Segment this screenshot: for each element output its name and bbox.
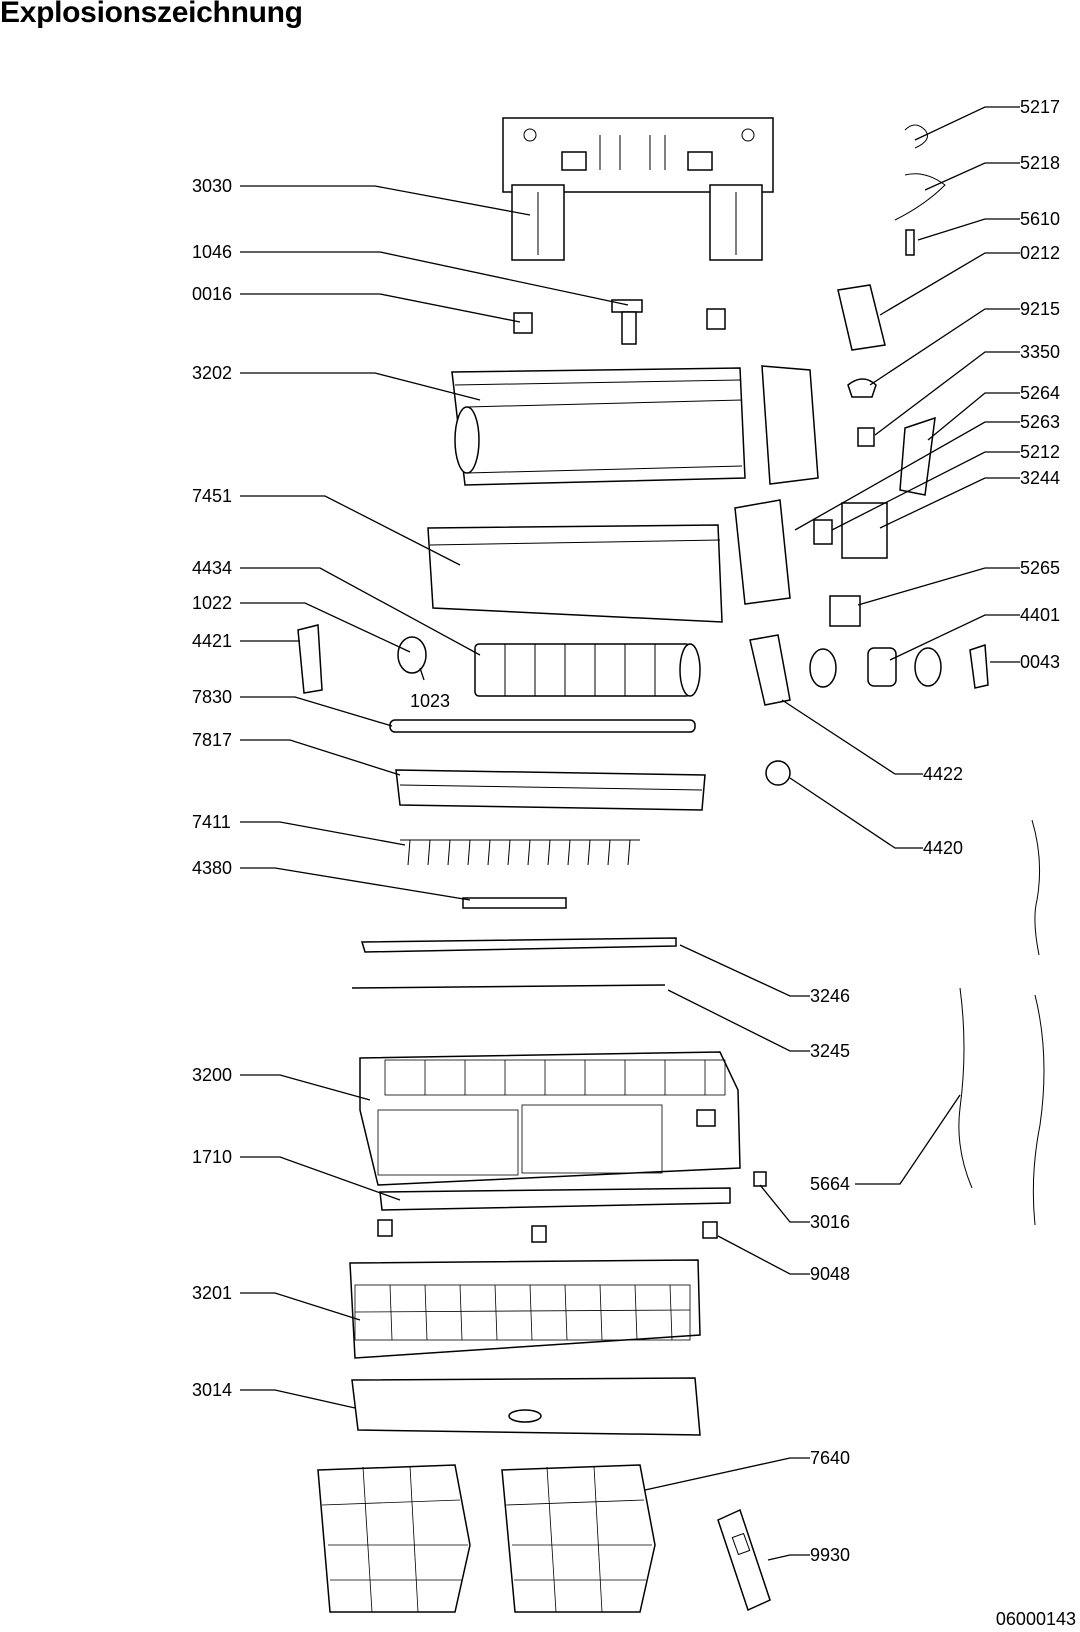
remote-control-part bbox=[717, 1508, 771, 1612]
callout-5263: 5263 bbox=[1020, 412, 1060, 432]
display-and-bars-parts bbox=[351, 897, 677, 989]
callout-5265: 5265 bbox=[1020, 558, 1060, 578]
callout-3350: 3350 bbox=[1020, 342, 1060, 362]
front-panel-part bbox=[349, 1259, 701, 1359]
leader-lines bbox=[240, 106, 1020, 1561]
callout-5664: 5664 bbox=[810, 1174, 850, 1194]
callout-3244: 3244 bbox=[1020, 468, 1060, 488]
callout-9215: 9215 bbox=[1020, 299, 1060, 319]
callout-labels: 5217 5218 5610 0212 9215 3350 5264 5263 … bbox=[192, 97, 1060, 1565]
strip-and-clips-parts bbox=[377, 1171, 767, 1243]
electrical-small-parts bbox=[813, 124, 946, 627]
callout-5212: 5212 bbox=[1020, 442, 1060, 462]
bearing-parts bbox=[297, 624, 427, 694]
callout-7451: 7451 bbox=[192, 486, 232, 506]
callout-4422: 4422 bbox=[923, 764, 963, 784]
callout-1710: 1710 bbox=[192, 1147, 232, 1167]
document-number: 06000143 bbox=[995, 1609, 1076, 1629]
callout-5217: 5217 bbox=[1020, 97, 1060, 117]
callout-3245: 3245 bbox=[810, 1041, 850, 1061]
callout-4421: 4421 bbox=[192, 631, 232, 651]
evaporator-part bbox=[427, 499, 791, 623]
callout-3030: 3030 bbox=[192, 176, 232, 196]
callout-3246: 3246 bbox=[810, 986, 850, 1006]
callout-9048: 9048 bbox=[810, 1264, 850, 1284]
callout-7640: 7640 bbox=[810, 1448, 850, 1468]
front-cover-part bbox=[351, 1377, 701, 1436]
blower-wheel-part bbox=[474, 643, 701, 697]
cables-parts bbox=[958, 819, 1045, 1226]
callout-7411: 7411 bbox=[192, 812, 231, 832]
callout-3014: 3014 bbox=[192, 1380, 232, 1400]
callout-4380: 4380 bbox=[192, 858, 232, 878]
callout-5264: 5264 bbox=[1020, 383, 1060, 403]
callout-3202: 3202 bbox=[192, 363, 232, 383]
callout-3201: 3201 bbox=[192, 1283, 232, 1303]
callout-1023: 1023 bbox=[410, 691, 450, 711]
louver-blades-part bbox=[400, 839, 640, 866]
callout-5610: 5610 bbox=[1020, 209, 1060, 229]
fan-motor-parts bbox=[749, 634, 989, 786]
callout-4401: 4401 bbox=[1020, 605, 1060, 625]
housing-part bbox=[451, 365, 819, 486]
callout-7830: 7830 bbox=[192, 687, 232, 707]
callout-4420: 4420 bbox=[923, 838, 963, 858]
callout-0016: 0016 bbox=[192, 284, 232, 304]
air-filters-part bbox=[317, 1464, 656, 1613]
callout-1022: 1022 bbox=[192, 593, 232, 613]
mounting-plate-part bbox=[502, 117, 774, 261]
callout-0212: 0212 bbox=[1020, 243, 1060, 263]
front-frame-part bbox=[359, 1051, 741, 1186]
callout-4434: 4434 bbox=[192, 558, 232, 578]
callout-1046: 1046 bbox=[192, 242, 232, 262]
callout-3200: 3200 bbox=[192, 1065, 232, 1085]
callout-9930: 9930 bbox=[810, 1545, 850, 1565]
callout-7817: 7817 bbox=[192, 730, 232, 750]
callout-0043: 0043 bbox=[1020, 652, 1060, 672]
callout-3016: 3016 bbox=[810, 1212, 850, 1232]
callout-5218: 5218 bbox=[1020, 153, 1060, 173]
page-title: Explosionszeichnung bbox=[0, 0, 303, 29]
louver-shaft-part bbox=[389, 719, 706, 811]
clip-parts bbox=[513, 299, 726, 345]
